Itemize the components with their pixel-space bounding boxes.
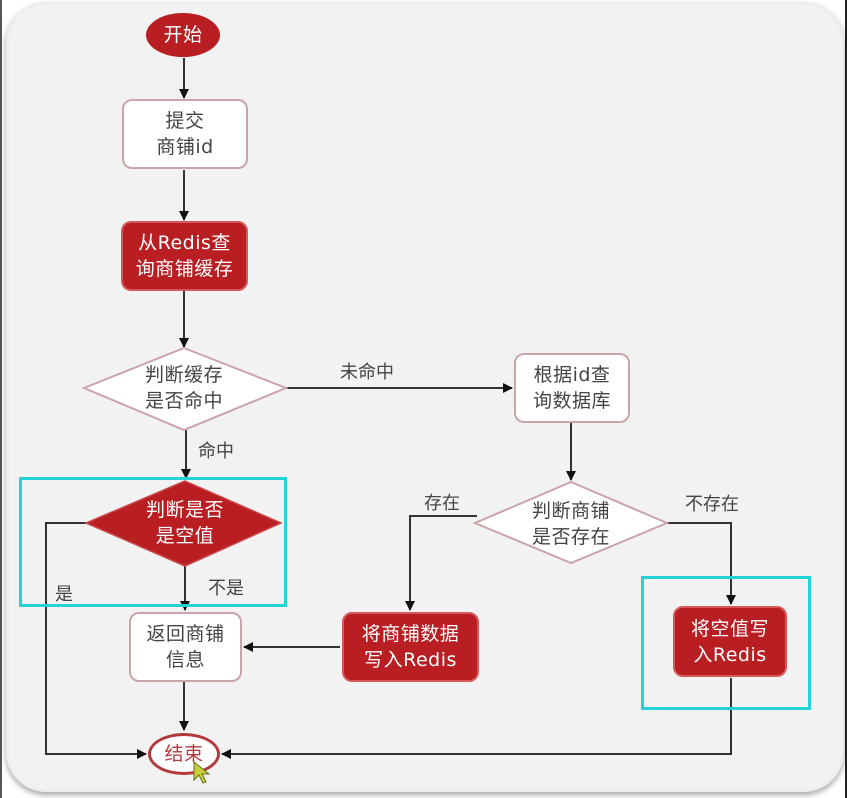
label-not-null: 不是: [208, 578, 244, 599]
label-is-null: 是: [55, 584, 73, 605]
mouse-cursor-icon: [193, 760, 211, 784]
label-not-exists: 不存在: [685, 494, 739, 515]
node-query-redis: 从Redis查 询商铺缓存: [121, 221, 248, 291]
label-hit: 命中: [198, 441, 234, 462]
decision-check-exists: [472, 480, 670, 565]
node-write-shop: 将商铺数据 写入Redis: [342, 612, 479, 682]
node-check-hit-text: 判断缓存 是否命中: [144, 364, 223, 412]
label-miss: 未命中: [340, 362, 394, 383]
highlight-write-null: [641, 576, 811, 710]
node-end: 结束: [148, 733, 220, 775]
window-right-edge: [845, 0, 847, 798]
node-return-shop: 返回商铺 信息: [129, 612, 242, 682]
decision-check-hit: [81, 346, 289, 432]
node-start: 开始: [146, 13, 220, 57]
label-exists: 存在: [424, 493, 460, 514]
edge-is-null: [45, 522, 147, 759]
window-left-edge: [0, 0, 2, 798]
edge-exists: [405, 515, 477, 611]
edge-writenull-end: [221, 678, 732, 759]
node-submit-id: 提交 商铺id: [122, 99, 248, 169]
node-check-exists-text: 判断商铺 是否存在: [531, 500, 610, 548]
highlight-check-null: [19, 477, 287, 607]
node-query-db: 根据id查 询数据库: [514, 353, 630, 423]
node-check-null-text: 判断是否 是空值: [145, 499, 224, 547]
decision-check-null: [84, 480, 283, 567]
node-write-null: 将空值写 入Redis: [673, 606, 787, 677]
